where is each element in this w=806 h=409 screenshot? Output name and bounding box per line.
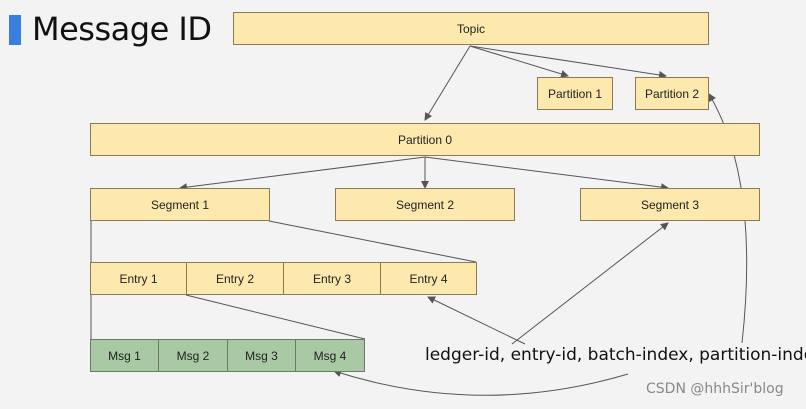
segment-2-box: Segment 2 [335, 188, 515, 221]
expand-segment1-right [268, 220, 477, 263]
msg-3-box: Msg 3 [227, 339, 296, 372]
topic-box: Topic [233, 12, 709, 45]
segment-3-box: Segment 3 [580, 188, 760, 221]
segment-1-box: Segment 1 [90, 188, 270, 221]
expand-entry-right [185, 294, 366, 340]
arrow-partition0-segment3 [424, 156, 669, 192]
partition-1-box: Partition 1 [537, 77, 613, 110]
watermark: CSDN @hhhSir'blog [646, 381, 784, 397]
msg-1-box: Msg 1 [90, 339, 159, 372]
entry-2-box: Entry 2 [186, 262, 284, 295]
entry-1-box: Entry 1 [90, 262, 187, 295]
entry-4-box: Entry 4 [380, 262, 477, 295]
msg-4-box: Msg 4 [295, 339, 365, 372]
entry-3-box: Entry 3 [283, 262, 381, 295]
page-title: Message ID [32, 10, 212, 48]
arrow-topic-partition2 [469, 45, 667, 79]
arrow-topic-partition1 [469, 45, 569, 78]
arrow-note-segment3 [511, 222, 669, 345]
arrow-note-msg4 [333, 369, 629, 396]
arrow-topic-partition0 [424, 45, 471, 121]
partition-2-box: Partition 2 [635, 77, 709, 110]
arrow-note-entry4 [427, 296, 526, 345]
msg-2-box: Msg 2 [158, 339, 228, 372]
title-accent-bar [9, 15, 21, 45]
arrow-partition0-segment1 [179, 156, 426, 192]
message-id-fields-label: ledger-id, entry-id, batch-index, partit… [425, 345, 806, 365]
partition-0-box: Partition 0 [90, 123, 760, 156]
